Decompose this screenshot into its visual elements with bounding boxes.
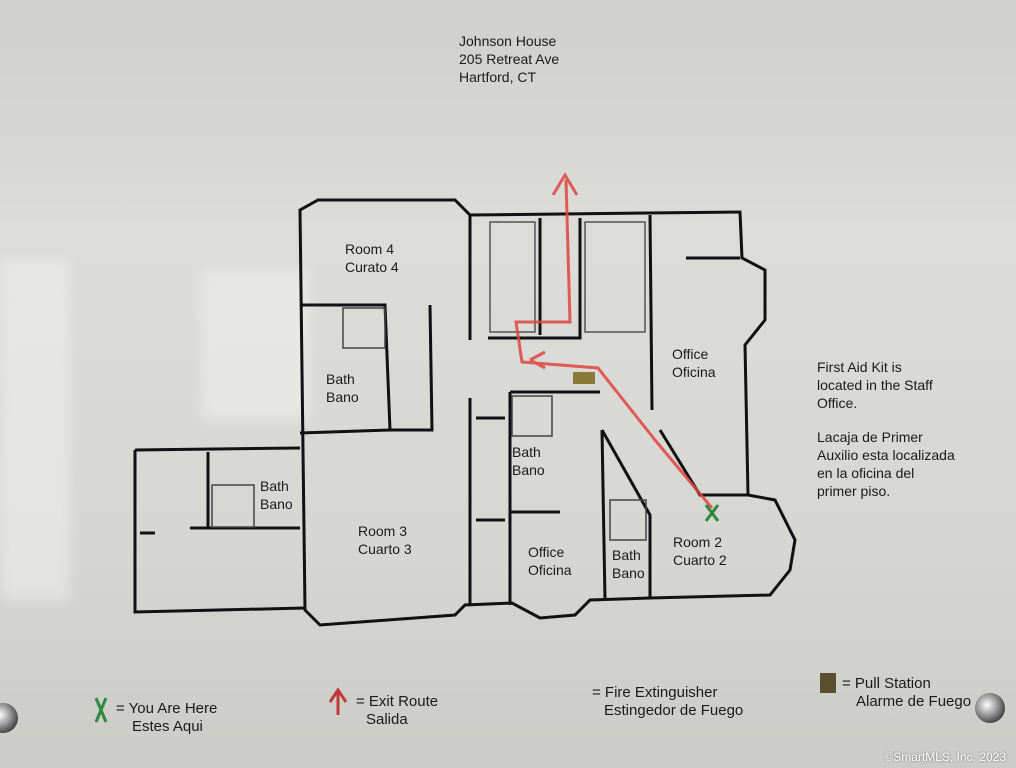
stairs	[489, 221, 646, 333]
fixtures	[211, 307, 647, 541]
label-en: Bath	[260, 478, 289, 494]
note-line: located in the Staff	[817, 377, 933, 393]
mounting-screw	[0, 703, 18, 733]
mounting-screw	[975, 693, 1005, 723]
header-city: Hartford, CT	[459, 69, 537, 85]
label-es: Oficina	[672, 364, 716, 380]
label-es: Cuarto 2	[673, 552, 727, 568]
label-es: Bano	[512, 462, 545, 478]
legend-fire-extinguisher: = Fire Extinguisher Estingedor de Fuego	[592, 684, 743, 720]
exit-arrow-icon	[328, 687, 348, 715]
note-line: Office.	[817, 395, 858, 411]
exit-route	[514, 172, 714, 509]
room-4-label: Room 4 Curato 4	[345, 240, 399, 276]
you-are-here-icon	[94, 504, 720, 723]
header-name: Johnson House	[459, 33, 557, 49]
legend-label: Estingedor de Fuego	[604, 702, 744, 719]
legend-label: Salida	[366, 711, 408, 728]
label-en: Office	[672, 346, 709, 362]
label-es: Cuarto 3	[358, 541, 412, 557]
note-line: Lacaja de Primer	[817, 429, 923, 445]
pull-station-legend-icon	[820, 673, 836, 693]
legend-label: = Exit Route	[356, 693, 439, 710]
header-street: 205 Retreat Ave	[459, 51, 560, 67]
note-line: primer piso.	[817, 483, 891, 499]
legend-label: Estes Aqui	[132, 718, 203, 735]
label-en: Room 2	[673, 534, 723, 550]
legend-exit-route: = Exit Route Salida	[356, 693, 438, 729]
label-en: Bath	[326, 371, 355, 387]
watermark: ©SmartMLS, Inc. 2023	[884, 750, 1006, 764]
legend-label: = Fire Extinguisher	[592, 684, 718, 701]
glare	[200, 270, 310, 420]
label-en: Bath	[612, 547, 641, 563]
glare	[0, 260, 70, 600]
legend-label: = Pull Station	[842, 675, 931, 692]
room-3-label: Room 3 Cuarto 3	[358, 522, 412, 558]
label-en: Room 4	[345, 241, 395, 257]
label-es: Bano	[612, 565, 645, 581]
note-line: Auxilio esta localizada	[817, 447, 955, 463]
label-en: Bath	[512, 444, 541, 460]
label-en: Room 3	[358, 523, 408, 539]
legend-label: Alarme de Fuego	[856, 693, 972, 710]
pull-station-icon	[573, 372, 595, 384]
room-2-label: Room 2 Cuarto 2	[673, 533, 727, 569]
label-es: Oficina	[528, 562, 572, 578]
header: Johnson House 205 Retreat Ave Hartford, …	[459, 32, 559, 86]
label-es: Bano	[326, 389, 359, 405]
legend-pull-station: = Pull Station Alarme de Fuego	[842, 675, 982, 711]
note-line: First Aid Kit is	[817, 359, 902, 375]
label-es: Bano	[260, 496, 293, 512]
first-aid-note: First Aid Kit is located in the Staff Of…	[817, 358, 955, 500]
label-en: Office	[528, 544, 565, 560]
walls	[133, 198, 797, 627]
label-es: Curato 4	[345, 259, 399, 275]
legend-label: = You Are Here	[116, 700, 218, 717]
note-line: en la oficina del	[817, 465, 915, 481]
legend-you-are-here: = You Are Here Estes Aqui	[116, 700, 217, 736]
